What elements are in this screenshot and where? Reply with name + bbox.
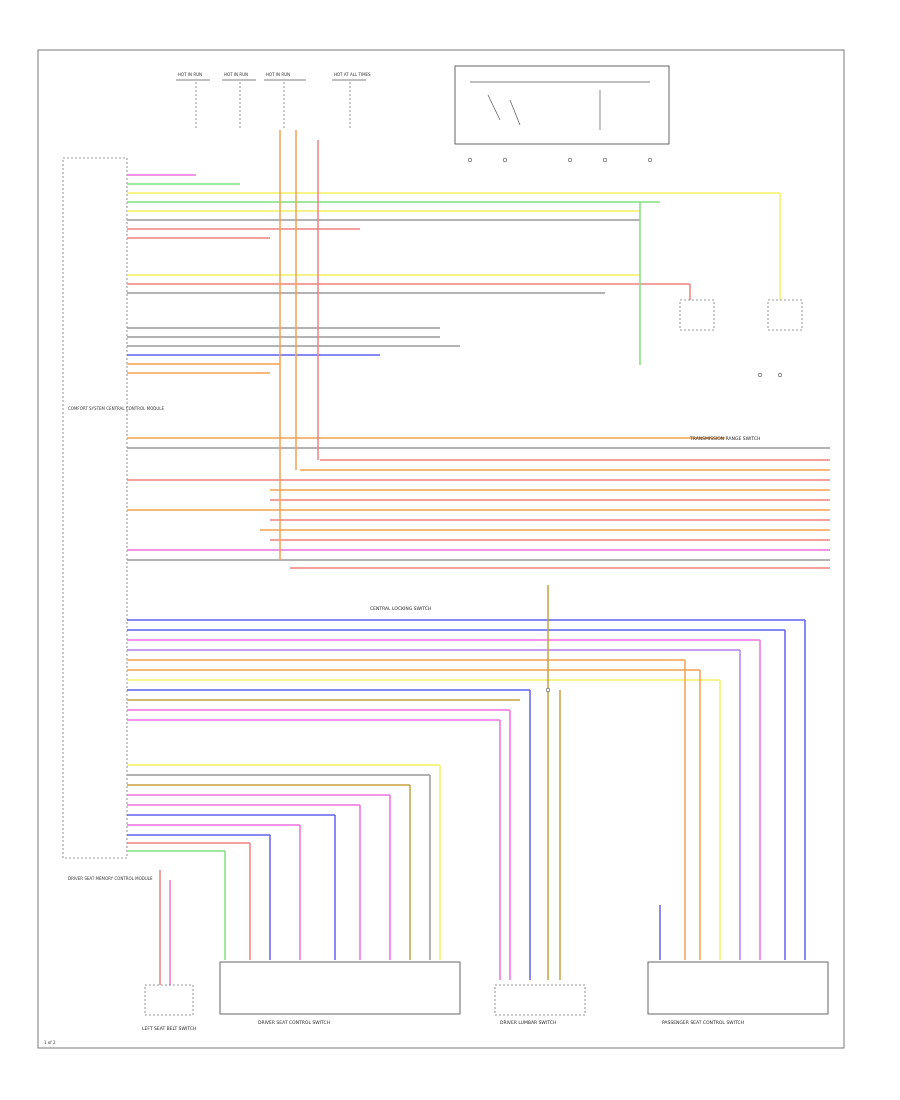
terminal-dot bbox=[545, 687, 551, 693]
transmission-range-label: TRANSMISSION RANGE SWITCH bbox=[689, 436, 760, 442]
top-right-module-switch-2 bbox=[509, 99, 521, 126]
top-right-module-switch-1 bbox=[487, 94, 501, 121]
left-seat-belt-box bbox=[144, 984, 194, 1016]
terminal-dot bbox=[602, 157, 608, 163]
fuse-label-4: HOT AT ALL TIMES bbox=[334, 72, 371, 77]
lower-wire-bundle bbox=[127, 619, 805, 721]
passenger-seat-switch-label: PASSENGER SEAT CONTROL SWITCH bbox=[662, 1020, 744, 1026]
range-switch-box bbox=[679, 299, 715, 331]
comfort-module-box bbox=[62, 157, 128, 859]
fuse-group: HOT IN RUN HOT IN RUN HOT IN RUN HOT AT … bbox=[176, 72, 371, 130]
page-ref: 1 of 2 bbox=[44, 1040, 56, 1045]
left-seat-belt-label: LEFT SEAT BELT SWITCH bbox=[142, 1026, 196, 1032]
right-fanout-bundle bbox=[127, 459, 830, 569]
top-right-module-box bbox=[454, 65, 670, 145]
terminal-dot bbox=[502, 157, 508, 163]
terminal-dot bbox=[647, 157, 653, 163]
terminal-dot bbox=[777, 372, 783, 378]
fuse-label-3: HOT IN RUN bbox=[266, 72, 290, 77]
terminal-dots bbox=[467, 157, 783, 693]
vertical-risers bbox=[159, 130, 806, 985]
diagram-frame bbox=[37, 49, 845, 1049]
relay-box-right bbox=[767, 299, 803, 331]
bottom-wire-bundle bbox=[127, 764, 440, 852]
fuse-label-1: HOT IN RUN bbox=[178, 72, 202, 77]
driver-memory-module-label: DRIVER SEAT MEMORY CONTROL MODULE bbox=[68, 876, 153, 881]
driver-seat-switch-box bbox=[219, 961, 461, 1015]
terminal-dot bbox=[757, 372, 763, 378]
driver-lumbar-label: DRIVER LUMBAR SWITCH bbox=[500, 1020, 556, 1026]
passenger-seat-switch-box bbox=[647, 961, 829, 1015]
terminal-dot bbox=[467, 157, 473, 163]
fuse-label-2: HOT IN RUN bbox=[224, 72, 248, 77]
driver-seat-switch-label: DRIVER SEAT CONTROL SWITCH bbox=[258, 1020, 330, 1026]
comfort-module-label: COMFORT SYSTEM CENTRAL CONTROL MODULE bbox=[68, 406, 165, 411]
middle-wire-bundle bbox=[127, 327, 830, 449]
central-locking-label: CENTRAL LOCKING SWITCH bbox=[370, 606, 431, 612]
upper-wire-bundle bbox=[127, 174, 780, 294]
terminal-dot bbox=[567, 157, 573, 163]
driver-lumbar-box bbox=[494, 984, 586, 1016]
